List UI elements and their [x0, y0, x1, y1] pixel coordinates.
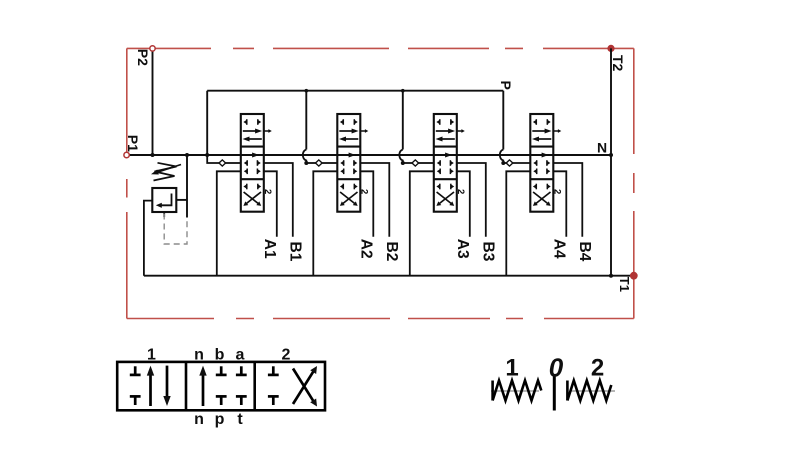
svg-text:B3: B3	[479, 242, 496, 262]
svg-text:2: 2	[591, 355, 604, 382]
svg-text:B4: B4	[576, 242, 593, 262]
svg-text:2: 2	[455, 189, 466, 194]
svg-text:A1: A1	[261, 239, 278, 259]
svg-text:2: 2	[262, 189, 273, 194]
svg-text:2: 2	[359, 189, 370, 194]
svg-text:B1: B1	[286, 242, 303, 262]
svg-text:n: n	[194, 346, 204, 363]
svg-text:T1: T1	[617, 277, 632, 292]
svg-text:1: 1	[147, 346, 156, 363]
svg-text:p: p	[215, 411, 225, 428]
svg-text:A3: A3	[454, 239, 471, 259]
svg-text:n: n	[194, 411, 204, 428]
svg-text:t: t	[237, 411, 243, 428]
svg-text:2: 2	[552, 189, 563, 194]
svg-text:A4: A4	[550, 239, 567, 259]
svg-text:2: 2	[282, 346, 291, 363]
svg-text:P1: P1	[125, 135, 141, 152]
svg-text:1: 1	[505, 355, 518, 382]
svg-text:T2: T2	[610, 55, 626, 72]
svg-text:A2: A2	[357, 239, 374, 259]
svg-text:0: 0	[549, 353, 564, 383]
svg-text:P2: P2	[135, 49, 151, 66]
svg-text:P: P	[498, 81, 514, 90]
svg-text:B2: B2	[383, 242, 400, 262]
svg-text:b: b	[215, 346, 225, 363]
svg-text:N: N	[597, 140, 607, 156]
svg-text:a: a	[236, 346, 245, 363]
